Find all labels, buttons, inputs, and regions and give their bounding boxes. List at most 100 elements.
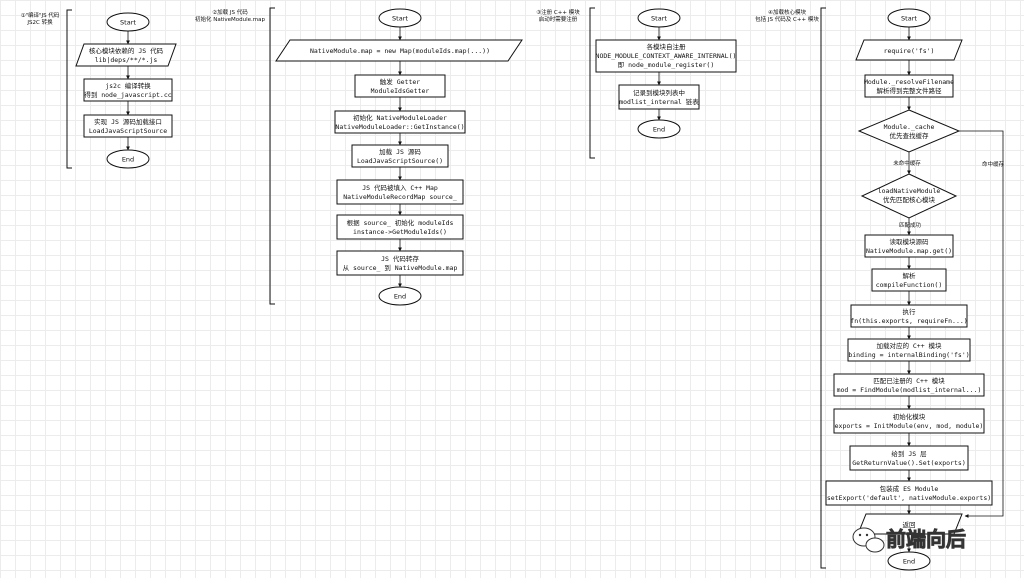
svg-text:ModuleIdsGetter: ModuleIdsGetter [371, 87, 430, 95]
svg-text:从 source_ 到 NativeModule.map: 从 source_ 到 NativeModule.map [343, 264, 458, 272]
svg-text:End: End [394, 293, 406, 301]
svg-text:Module._cache: Module._cache [884, 123, 935, 131]
wechat-icon [852, 527, 885, 553]
svg-text:js2c 编译转换: js2c 编译转换 [105, 81, 151, 90]
svg-text:LoadJavaScriptSource(): LoadJavaScriptSource() [357, 157, 443, 165]
section-3-bracket [589, 7, 595, 159]
svg-text:给到 JS 层: 给到 JS 层 [891, 449, 927, 458]
section-2-bracket [269, 7, 275, 305]
flow4-node-resolve: Module._resolveFilename 解析得到完整文件路径 [864, 74, 954, 98]
flow4-node-execute: 执行 fn(this.exports, requireFn...) [850, 304, 968, 328]
flow4-node-es-module: 包装成 ES Module setExport('default', nativ… [825, 480, 993, 506]
flow4-node-compile: 解析 compileFunction() [871, 268, 947, 292]
section-1: ①"编译"JS 代码 JS2C 转换 Start 核心模块依赖的 JS 代码 l… [21, 9, 177, 169]
svg-text:根据 source_ 初始化 moduleIds: 根据 source_ 初始化 moduleIds [347, 218, 454, 227]
flow4-node-binding: 加载对应的 C++ 模块 binding = internalBinding('… [847, 338, 971, 362]
svg-text:fn(this.exports, requireFn...): fn(this.exports, requireFn...) [850, 317, 967, 325]
flow4-end: End [887, 551, 931, 571]
svg-text:读取模块源码: 读取模块源码 [890, 237, 930, 246]
flow2-end: End [378, 286, 422, 306]
section-4-sublabel: 包括 JS 代码及 C++ 模块 [755, 15, 819, 23]
svg-text:加载对应的 C++ 模块: 加载对应的 C++ 模块 [876, 341, 942, 350]
flow4-node-require: require('fs') [855, 39, 963, 61]
svg-text:NativeModuleRecordMap source_: NativeModuleRecordMap source_ [343, 193, 457, 201]
svg-text:loadNativeModule: loadNativeModule [878, 187, 941, 195]
svg-text:JS 代码被填入 C++ Map: JS 代码被填入 C++ Map [362, 183, 438, 192]
flow4-start: Start [887, 8, 931, 28]
svg-text:End: End [122, 156, 134, 164]
flow1-node-source: 核心模块依赖的 JS 代码 lib|deps/**/*.js [75, 43, 177, 67]
flow2-node-cpp-map: JS 代码被填入 C++ Map NativeModuleRecordMap s… [336, 179, 464, 205]
flow3-start: Start [637, 8, 681, 28]
svg-text:触发 Getter: 触发 Getter [380, 77, 420, 86]
svg-text:匹配已注册的 C++ 模块: 匹配已注册的 C++ 模块 [873, 376, 945, 385]
flow3-end: End [637, 119, 681, 139]
flow2-node-module-ids: 根据 source_ 初始化 moduleIds instance->GetMo… [336, 214, 464, 240]
section-4-bracket [820, 7, 826, 569]
flow2-node-map: NativeModule.map = new Map(moduleIds.map… [275, 39, 523, 62]
flow3-node-modlist: 记录到模块列表中 modlist_internal 链表 [618, 84, 700, 110]
section-2-label: ②加载 JS 代码 [212, 8, 248, 16]
svg-text:执行: 执行 [903, 307, 917, 316]
svg-text:binding = internalBinding('fs': binding = internalBinding('fs') [848, 351, 969, 359]
svg-text:instance->GetModuleIds(): instance->GetModuleIds() [353, 228, 447, 236]
svg-text:优先查找缓存: 优先查找缓存 [890, 131, 930, 140]
flow2-start: Start [378, 8, 422, 28]
flow4-node-return: 返回 [857, 513, 963, 535]
flow1-node-js2c: js2c 编译转换 得到 node_javascript.cc [83, 78, 173, 102]
flow2-node-getter: 触发 Getter ModuleIdsGetter [354, 74, 446, 98]
section-1-sublabel: JS2C 转换 [26, 18, 53, 26]
section-3-sublabel: 启动时需要注册 [539, 15, 578, 23]
svg-text:初始化模块: 初始化模块 [893, 412, 926, 421]
svg-text:End: End [903, 558, 915, 566]
svg-text:NODE_MODULE_CONTEXT_AWARE_INTE: NODE_MODULE_CONTEXT_AWARE_INTERNAL() [596, 52, 737, 60]
section-1-bracket [66, 9, 72, 169]
svg-text:优先匹配核心模块: 优先匹配核心模块 [883, 195, 936, 204]
svg-text:setExport('default', nativeMod: setExport('default', nativeModule.export… [827, 494, 991, 502]
svg-text:解析: 解析 [903, 271, 917, 280]
svg-text:初始化 NativeModuleLoader: 初始化 NativeModuleLoader [353, 113, 447, 122]
svg-text:exports = InitModule(env, mod,: exports = InitModule(env, mod, module) [835, 422, 984, 430]
flow4-decision-cache: Module._cache 优先查找缓存 [857, 109, 961, 153]
svg-text:modlist_internal 链表: modlist_internal 链表 [619, 97, 699, 106]
section-3: ③注册 C++ 模块 启动时需要注册 Start 各模块自注册 NODE_MOD… [536, 7, 737, 159]
section-4: ④加载核心模块 包括 JS 代码及 C++ 模块 Start require('… [755, 7, 1005, 571]
flow3-node-register: 各模块自注册 NODE_MODULE_CONTEXT_AWARE_INTERNA… [595, 39, 737, 73]
svg-text:解析得到完整文件路径: 解析得到完整文件路径 [877, 86, 943, 95]
svg-text:核心模块依赖的 JS 代码: 核心模块依赖的 JS 代码 [89, 46, 164, 55]
section-1-label: ①"编译"JS 代码 [21, 11, 60, 19]
svg-text:实现 JS 源码加载接口: 实现 JS 源码加载接口 [94, 117, 162, 126]
section-3-label: ③注册 C++ 模块 [536, 8, 580, 16]
svg-text:lib|deps/**/*.js: lib|deps/**/*.js [95, 56, 158, 64]
svg-text:GetReturnValue().Set(exports): GetReturnValue().Set(exports) [852, 459, 966, 467]
svg-text:mod = FindModule(modlist_inter: mod = FindModule(modlist_internal...) [837, 386, 982, 394]
svg-text:compileFunction(): compileFunction() [876, 281, 943, 289]
svg-text:即 node_module_register(): 即 node_module_register() [618, 61, 715, 69]
svg-text:NativeModuleLoader::GetInstanc: NativeModuleLoader::GetInstance() [335, 123, 464, 131]
flow4-node-return-js: 给到 JS 层 GetReturnValue().Set(exports) [849, 445, 969, 471]
svg-text:Module._resolveFilename: Module._resolveFilename [864, 78, 954, 86]
section-2: ②加载 JS 代码 初始化 NativeModule.map Start Nat… [195, 7, 523, 306]
flow4-decision-native: loadNativeModule 优先匹配核心模块 [860, 173, 958, 219]
watermark: 前端向后 [852, 527, 966, 553]
svg-text:Start: Start [901, 15, 917, 23]
svg-text:记录到模块列表中: 记录到模块列表中 [633, 88, 685, 97]
flow4-label-hit: 命中缓存 [982, 160, 1005, 168]
svg-text:NativeModule.map.get(): NativeModule.map.get() [866, 247, 952, 255]
flow4-node-find-module: 匹配已注册的 C++ 模块 mod = FindModule(modlist_i… [833, 373, 985, 397]
flow4-edge-cache-hit [959, 130, 1004, 518]
flow1-node-loader: 实现 JS 源码加载接口 LoadJavaScriptSource [83, 114, 173, 138]
flow4-node-init-module: 初始化模块 exports = InitModule(env, mod, mod… [833, 408, 985, 434]
flow1-start: Start [106, 12, 150, 32]
flow2-node-load-source: 加载 JS 源码 LoadJavaScriptSource() [351, 144, 449, 168]
svg-text:各模块自注册: 各模块自注册 [647, 42, 687, 51]
svg-text:得到 node_javascript.cc: 得到 node_javascript.cc [84, 90, 171, 99]
svg-text:包装成 ES Module: 包装成 ES Module [880, 484, 939, 493]
flow2-node-loader-init: 初始化 NativeModuleLoader NativeModuleLoade… [334, 110, 466, 134]
svg-text:Start: Start [120, 19, 136, 27]
svg-text:Start: Start [392, 15, 408, 23]
svg-text:返回: 返回 [903, 521, 916, 529]
svg-text:JS 代码转存: JS 代码转存 [381, 254, 419, 263]
svg-text:加载 JS 源码: 加载 JS 源码 [379, 147, 421, 156]
